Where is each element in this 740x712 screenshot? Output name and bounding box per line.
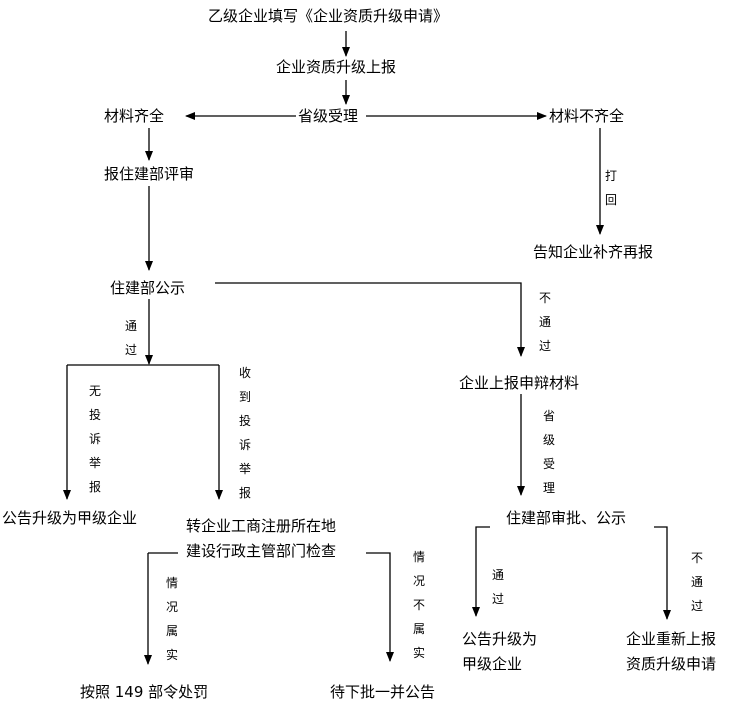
node-transfer-line1: 转企业工商注册所在地 [186,517,337,535]
edge-label-notpass: 不通过 [538,291,551,353]
edge-label-return: 打回 [604,169,617,207]
node-ministry-approval: 住建部审批、公示 [506,509,627,527]
edge-label-true: 情况属实 [165,576,178,662]
node-announce-grade-a: 公告升级为甲级企业 [2,509,138,527]
node-materials-complete: 材料齐全 [104,107,165,125]
edge-label-provincial-accept: 省级受理 [542,409,555,495]
arrow-inspection-false [366,552,394,662]
arrow-publicity-to-defense [215,282,525,357]
node-announce-line1: 公告升级为 [462,630,538,648]
node-upgrade-report: 企业资质升级上报 [276,58,397,76]
node-ministry-review: 报住建部评审 [104,165,195,183]
edge-label-pass-2: 通过 [491,568,504,606]
arrow-approval-pass [472,526,490,617]
edge-label-no-complaint: 无投诉举报 [88,384,101,494]
node-pending-announce: 待下批一并公告 [330,683,436,701]
edge-label-not-true: 情况不属实 [412,550,425,660]
arrow-approval-notpass [654,526,671,620]
node-provincial-acceptance: 省级受理 [298,107,359,125]
node-notify-resubmit: 告知企业补齐再报 [533,243,654,261]
edge-label-pass: 通过 [124,319,137,357]
node-defense-materials: 企业上报申辩材料 [459,374,580,392]
edge-label-notpass-2: 不通过 [690,551,703,613]
node-materials-incomplete: 材料不齐全 [549,107,625,125]
node-penalty: 按照 149 部令处罚 [80,683,209,701]
node-apply-form: 乙级企业填写《企业资质升级申请》 [208,7,449,25]
edge-label-complaint: 收到投诉举报 [238,366,251,500]
node-ministry-publicity: 住建部公示 [110,279,186,297]
node-announce-line2: 甲级企业 [462,655,523,673]
node-reapply-line1: 企业重新上报 [626,630,717,648]
node-transfer-line2: 建设行政主管部门检查 [186,542,337,560]
node-reapply-line2: 资质升级申请 [626,655,717,673]
